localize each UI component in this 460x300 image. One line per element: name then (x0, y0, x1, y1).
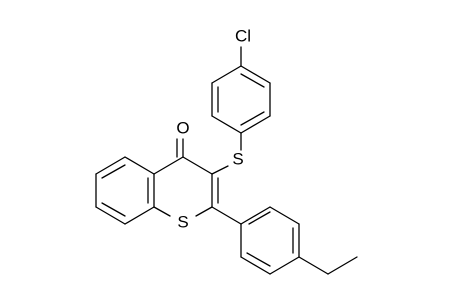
bond (298, 256, 329, 275)
bond (95, 206, 126, 225)
bond (246, 252, 271, 267)
ring-sulfur-label: S (177, 213, 188, 232)
bond (101, 202, 126, 217)
bond (240, 73, 265, 88)
bond (240, 256, 271, 275)
thioether-bonds (211, 132, 242, 175)
bond (211, 65, 242, 84)
bond (153, 156, 184, 175)
chlorine-atom-label: Cl (235, 27, 251, 46)
bond (240, 111, 265, 126)
bond (240, 206, 271, 225)
thiopyranone-ring (153, 138, 219, 217)
bond (182, 156, 213, 175)
bond (240, 65, 271, 84)
thioether-sulfur-label: S (232, 150, 243, 169)
bond (248, 211, 271, 225)
bond (269, 206, 300, 225)
benzo-ring (95, 156, 155, 225)
bond (124, 206, 155, 225)
bond (124, 156, 155, 175)
bond (211, 115, 242, 134)
bond (195, 206, 213, 217)
bond (211, 206, 242, 225)
bond (269, 256, 300, 275)
carbonyl-oxygen-label: O (176, 119, 189, 138)
bond (211, 165, 229, 175)
bond (240, 115, 271, 134)
bond (101, 164, 126, 179)
chlorophenyl-ring (211, 46, 271, 134)
bond (327, 256, 358, 275)
ethylphenyl-ring (211, 206, 358, 275)
bond (95, 156, 126, 175)
bond (153, 206, 171, 217)
